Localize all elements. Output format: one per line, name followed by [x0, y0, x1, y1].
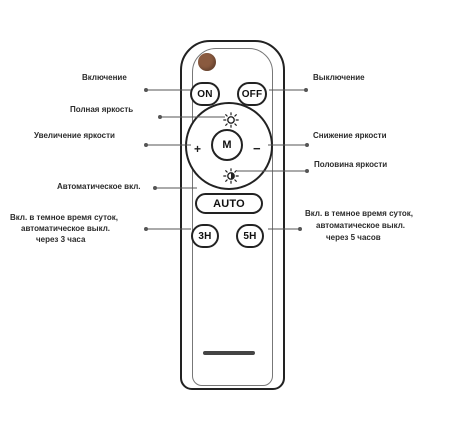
auto-button[interactable]: AUTO — [195, 193, 263, 214]
label-half-brightness: Половина яркости — [314, 160, 388, 169]
label-auto-on: Автоматическое вкл. — [57, 182, 141, 191]
label-full-brightness: Полная яркость — [70, 105, 134, 114]
sun-full-icon[interactable] — [223, 112, 239, 128]
decrease-brightness-button[interactable]: − — [253, 141, 261, 156]
on-button[interactable]: ON — [190, 82, 220, 106]
label-right-note-line-1: Вкл. в темное время суток, — [305, 209, 413, 218]
label-left-note-line-1: Вкл. в темное время суток, — [10, 213, 118, 222]
bottom-slot — [203, 351, 255, 355]
label-decrease-brightness: Снижение яркости — [313, 131, 387, 140]
label-switch-on: Включение — [82, 73, 127, 82]
three-hour-button[interactable]: 3H — [191, 224, 219, 248]
label-increase-brightness: Увеличение яркости — [34, 131, 115, 140]
off-button[interactable]: OFF — [237, 82, 267, 106]
sun-half-icon[interactable] — [223, 168, 239, 184]
label-right-note-line-3: через 5 часов — [326, 233, 381, 242]
label-right-note-line-2: автоматическое выкл. — [316, 221, 406, 230]
infrared-sensor-icon — [198, 53, 216, 71]
five-hour-button[interactable]: 5H — [236, 224, 264, 248]
label-left-note-line-2: автоматическое выкл. — [21, 224, 111, 233]
label-left-note-line-3: через 3 часа — [36, 235, 86, 244]
increase-brightness-button[interactable]: + — [194, 142, 202, 156]
mode-button[interactable]: M — [211, 129, 243, 161]
label-switch-off: Выключение — [313, 73, 365, 82]
